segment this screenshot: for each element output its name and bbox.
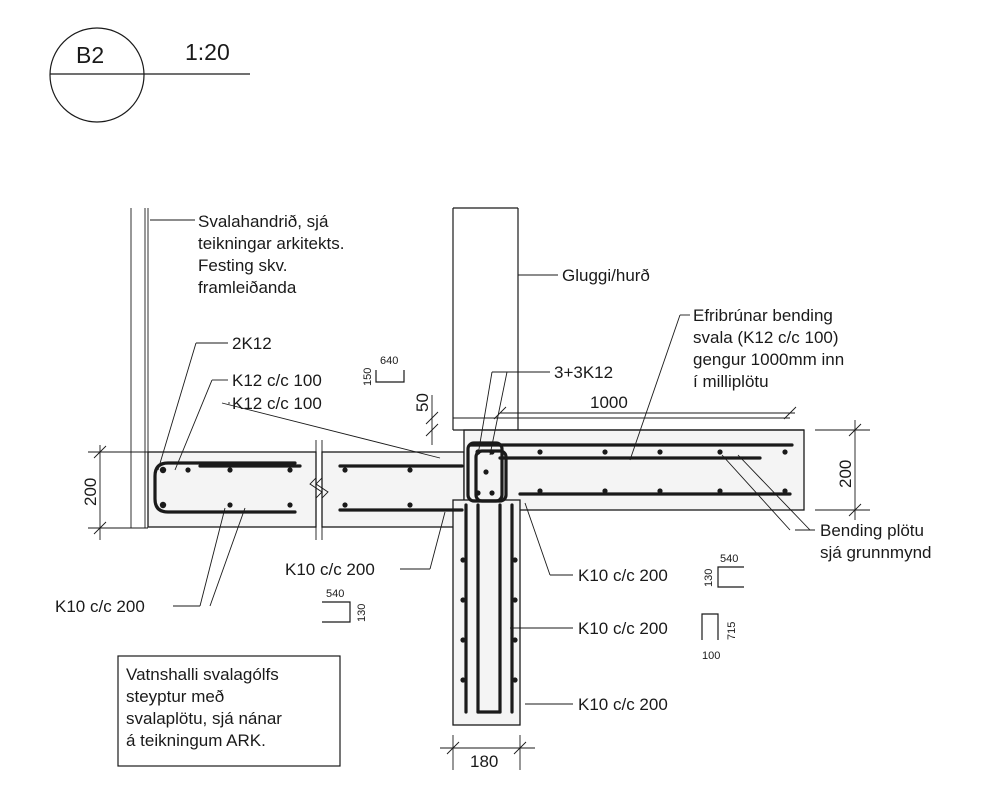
bar-k12-b: K12 c/c 100 (232, 394, 322, 413)
bar-k10-r1: K10 c/c 200 (578, 566, 668, 585)
bar-k10-left: K10 c/c 200 (55, 597, 145, 616)
dim-200-right: 200 (836, 460, 855, 488)
bar-k10-r3: K10 c/c 200 (578, 695, 668, 714)
note-frame (117, 655, 341, 767)
window-label: Gluggi/hurð (562, 266, 650, 285)
bar-dots (159, 449, 788, 683)
note-line: svalaplötu, sjá nánar (126, 709, 282, 728)
top-bend-4: í milliplötu (693, 372, 769, 391)
dimensions: 200 200 50 1000 180 (81, 393, 870, 771)
edge-u-bar (153, 461, 297, 514)
wall-below (452, 499, 521, 726)
top-bend-1: Efribrúnar bending (693, 306, 833, 325)
bar-shapes: 640 150 540 130 540 130 100 715 (322, 355, 744, 662)
top-bend-2: svala (K12 c/c 100) (693, 328, 839, 347)
bar-shape-d (701, 613, 719, 640)
leaders (150, 219, 815, 705)
railing-label-3: Festing skv. (198, 256, 287, 275)
detail-circle (49, 27, 145, 123)
bar-3k12: 3+3K12 (554, 363, 613, 382)
bar-shape-b (322, 601, 351, 623)
shape-d-hook: 100 (702, 650, 720, 662)
break-mark (309, 440, 323, 540)
bar-shape-c (717, 566, 744, 588)
note-line: steyptur með (126, 687, 225, 706)
balcony-slab-mid (321, 451, 465, 528)
dim-50: 50 (413, 393, 432, 412)
bar-k12-a: K12 c/c 100 (232, 371, 322, 390)
shape-d-length: 715 (726, 622, 738, 640)
bar-shape-a (375, 370, 405, 383)
shape-b-hook: 130 (356, 604, 368, 622)
shape-a-length: 640 (380, 355, 398, 367)
shape-c-hook: 130 (703, 569, 715, 587)
shape-c-length: 540 (720, 553, 738, 565)
railing-label-2: teikningar arkitekts. (198, 234, 344, 253)
top-bend-3: gengur 1000mm inn (693, 350, 844, 369)
dim-200-left: 200 (81, 478, 100, 506)
note-line: á teikningum ARK. (126, 731, 266, 750)
title-block: B2 1:20 (49, 27, 250, 123)
bar-k10-r2: K10 c/c 200 (578, 619, 668, 638)
bottom-bend-2: sjá grunnmynd (820, 543, 932, 562)
detail-id: B2 (76, 42, 104, 68)
railing-label-4: framleiðanda (198, 278, 297, 297)
note-line: Vatnshalli svalagólfs (126, 665, 279, 684)
note-box (117, 655, 341, 767)
shape-a-hook: 150 (362, 368, 374, 386)
bar-k10-mid: K10 c/c 200 (285, 560, 375, 579)
dim-1000: 1000 (590, 393, 628, 412)
bottom-bend-1: Bending plötu (820, 521, 924, 540)
shape-b-length: 540 (326, 588, 344, 600)
note-text: Vatnshalli svalagólfs steyptur með svala… (126, 664, 282, 752)
annotations: Svalahandrið, sjá teikningar arkitekts. … (55, 212, 932, 714)
detail-scale: 1:20 (185, 39, 230, 65)
railing-label-1: Svalahandrið, sjá (198, 212, 329, 231)
break-mark (315, 440, 329, 540)
bar-2k12: 2K12 (232, 334, 272, 353)
dim-180: 180 (470, 752, 498, 771)
